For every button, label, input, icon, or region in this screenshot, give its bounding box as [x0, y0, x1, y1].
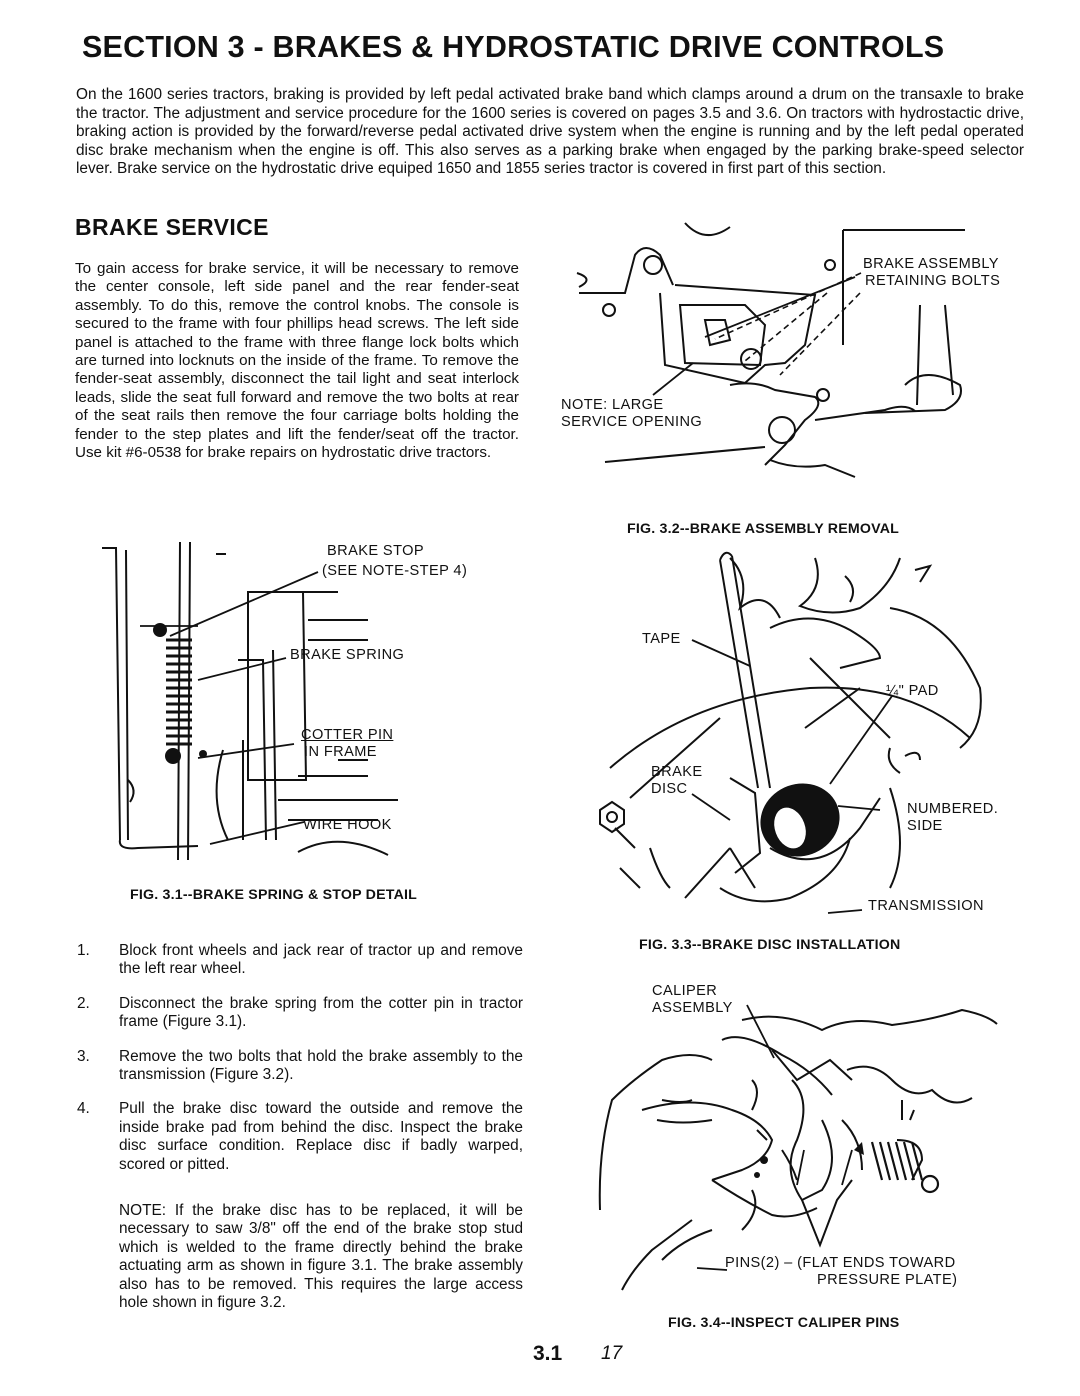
fig31-illustration	[98, 540, 518, 860]
label-brake-stop: BRAKE STOP	[327, 543, 424, 559]
step-number: 1.	[77, 942, 90, 959]
section-title: SECTION 3 - BRAKES & HYDROSTATIC DRIVE C…	[82, 30, 945, 64]
page-number: 3.1	[533, 1342, 563, 1365]
label-caliper-assembly: ASSEMBLY	[652, 1000, 733, 1016]
label-see-note: (SEE NOTE-STEP 4)	[322, 563, 468, 579]
label-brake: BRAKE	[651, 764, 703, 780]
label-numbered: NUMBERED.	[907, 801, 999, 817]
fig32-illustration	[565, 215, 1035, 495]
step-item: 3. Remove the two bolts that hold the bra…	[75, 1048, 523, 1085]
label-brake-spring: BRAKE SPRING	[290, 647, 405, 663]
brake-service-heading: BRAKE SERVICE	[75, 214, 269, 240]
step-item: 1. Block front wheels and jack rear of tr…	[75, 942, 523, 979]
procedure-steps: 1. Block front wheels and jack rear of tr…	[75, 942, 523, 1190]
label-tape: TAPE	[642, 631, 681, 647]
step-number: 2.	[77, 994, 90, 1012]
label-service-opening: SERVICE OPENING	[561, 414, 703, 430]
label-disc: DISC	[651, 781, 688, 797]
step-text: Pull the brake disc toward the outside a…	[119, 1100, 523, 1173]
step-number: 4.	[77, 1100, 90, 1118]
brake-service-paragraph: To gain access for brake service, it wil…	[75, 260, 519, 462]
label-caliper: CALIPER	[652, 983, 718, 999]
label-transmission: TRANSMISSION	[868, 898, 984, 914]
step-text: Disconnect the brake spring from the cot…	[119, 994, 523, 1031]
label-pins: PINS(2) – (FLAT ENDS TOWARD	[725, 1255, 956, 1271]
label-cotter-pin: COTTER PIN	[301, 727, 394, 743]
handwritten-page-mark: 17	[601, 1343, 623, 1364]
fig32-caption: FIG. 3.2--BRAKE ASSEMBLY REMOVAL	[627, 521, 900, 537]
intro-paragraph: On the 1600 series tractors, braking is …	[76, 86, 1024, 178]
label-side: SIDE	[907, 818, 943, 834]
brake-disc-note: NOTE: If the brake disc has to be replac…	[119, 1202, 523, 1312]
label-pad: ¼" PAD	[886, 683, 939, 699]
label-note-large: NOTE: LARGE	[561, 397, 664, 413]
fig34-caption: FIG. 3.4--INSPECT CALIPER PINS	[668, 1315, 900, 1331]
step-text: Remove the two bolts that hold the brake…	[119, 1047, 523, 1084]
fig31-caption: FIG. 3.1--BRAKE SPRING & STOP DETAIL	[130, 887, 418, 903]
label-wire-hook: WIRE HOOK	[303, 817, 392, 833]
label-pressure-plate: PRESSURE PLATE)	[817, 1272, 958, 1288]
label-retaining-bolts: RETAINING BOLTS	[865, 273, 1001, 289]
step-item: 2. Disconnect the brake spring from the c…	[75, 995, 523, 1032]
fig34-illustration	[592, 1000, 1032, 1290]
label-in-frame: IN FRAME	[304, 744, 377, 760]
fig33-illustration	[590, 548, 1020, 928]
step-number: 3.	[77, 1047, 90, 1065]
fig33-caption: FIG. 3.3--BRAKE DISC INSTALLATION	[639, 937, 901, 953]
step-text: Block front wheels and jack rear of trac…	[119, 942, 523, 978]
step-item: 4. Pull the brake disc toward the outside…	[75, 1100, 523, 1174]
label-brake-assembly: BRAKE ASSEMBLY	[863, 256, 999, 272]
